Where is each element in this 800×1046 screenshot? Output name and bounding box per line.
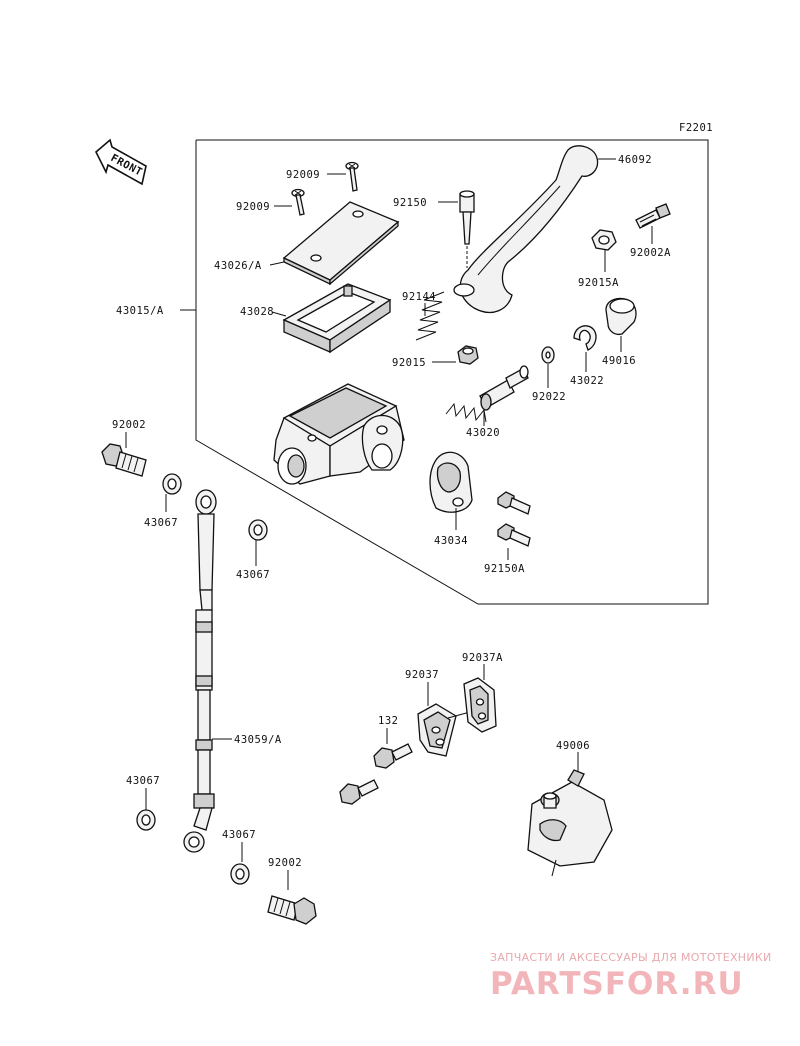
callout-92144: 92144: [402, 291, 436, 303]
callout-92037: 92037: [405, 669, 439, 681]
callout-43015: 43015/A: [116, 305, 164, 317]
copper-washer-3: [136, 809, 156, 831]
hose-bracket: [417, 703, 471, 757]
lever-nut: [591, 229, 617, 251]
reservoir-diaphragm: [282, 283, 392, 354]
callout-92037A: 92037A: [462, 652, 503, 664]
assembly-boundary: [195, 139, 709, 605]
callout-92002-upper: 92002: [112, 419, 146, 431]
callout-43067-d: 43067: [222, 829, 256, 841]
callout-43028: 43028: [240, 306, 274, 318]
brake-light-switch: [527, 769, 613, 877]
hose-bracket-A: [463, 677, 497, 733]
callout-43059: 43059/A: [234, 734, 282, 746]
callout-92015A: 92015A: [578, 277, 619, 289]
watermark-brand: PARTSFOR.RU: [490, 966, 744, 1002]
banjo-bolt-lower: [267, 895, 317, 925]
brake-lever: [453, 145, 599, 313]
clamp-bolt-lower: [497, 523, 531, 547]
piston-kit: [445, 365, 529, 423]
callout-43067-c: 43067: [126, 775, 160, 787]
callout-132: 132: [378, 715, 398, 727]
adjuster-bolt: [635, 203, 671, 229]
callout-92015: 92015: [392, 357, 426, 369]
callout-92150: 92150: [393, 197, 427, 209]
pivot-nut: [457, 345, 479, 365]
banjo-bolt-upper: [101, 443, 147, 477]
lever-pivot-bolt: [459, 190, 475, 245]
watermark-tagline: ЗАПЧАСТИ И АКСЕССУАРЫ ДЛЯ МОТОТЕХНИКИ: [490, 951, 772, 964]
callout-92002A: 92002A: [630, 247, 671, 259]
copper-washer-1: [162, 473, 182, 495]
master-cylinder-body: [273, 383, 405, 485]
piston-washer: [541, 346, 555, 364]
callout-92009-left: 92009: [236, 201, 270, 213]
reservoir-cap: [282, 201, 400, 286]
circlip: [573, 325, 597, 351]
copper-washer-4: [230, 863, 250, 885]
callout-92009-top: 92009: [286, 169, 320, 181]
callout-49006: 49006: [556, 740, 590, 752]
dust-boot: [605, 297, 637, 336]
handlebar-clamp: [429, 451, 473, 513]
return-spring: [415, 291, 445, 341]
clamp-bolt-upper: [497, 491, 531, 515]
callout-43067-b: 43067: [236, 569, 270, 581]
callout-43034: 43034: [434, 535, 468, 547]
callout-43022: 43022: [570, 375, 604, 387]
callout-46092: 46092: [618, 154, 652, 166]
bracket-bolt-upper: [373, 743, 413, 769]
brake-hose: [183, 489, 217, 853]
callout-43067-a: 43067: [144, 517, 178, 529]
watermark: ЗАПЧАСТИ И АКСЕССУАРЫ ДЛЯ МОТОТЕХНИКИ PA…: [490, 951, 772, 1002]
callout-92002-lower: 92002: [268, 857, 302, 869]
bracket-bolt-lower: [339, 779, 379, 805]
callout-92150A: 92150A: [484, 563, 525, 575]
cover-screw-2: [291, 188, 305, 216]
callout-43026: 43026/A: [214, 260, 262, 272]
cover-screw-1: [345, 161, 359, 192]
copper-washer-2: [248, 519, 268, 541]
callout-49016: 49016: [602, 355, 636, 367]
callout-92022: 92022: [532, 391, 566, 403]
diagram-code: F2201: [679, 122, 713, 134]
callout-43020: 43020: [466, 427, 500, 439]
front-arrow-icon: FRONT: [95, 138, 147, 186]
